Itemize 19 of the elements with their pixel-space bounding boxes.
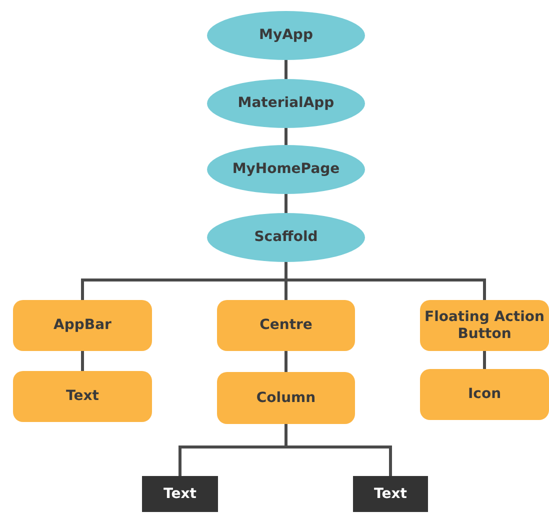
widget-box: Text — [13, 371, 152, 422]
leaf-box: Text — [142, 476, 218, 512]
connector-line — [284, 262, 486, 300]
ellipse-node: MaterialApp — [207, 79, 365, 128]
ellipse-node: MyApp — [207, 11, 365, 60]
connector-line — [284, 128, 288, 145]
connector-line — [284, 351, 288, 372]
widget-box: AppBar — [13, 300, 152, 351]
leaf-box: Text — [353, 476, 428, 512]
connector-line — [81, 351, 84, 371]
widget-box: Floating Action Button — [420, 300, 549, 351]
connector-line — [284, 194, 288, 213]
connector-line — [284, 60, 288, 79]
ellipse-node: Scaffold — [207, 213, 365, 262]
connector-line — [483, 351, 486, 369]
widget-box: Icon — [420, 369, 549, 420]
widget-box: Centre — [217, 300, 355, 351]
ellipse-node: MyHomePage — [207, 145, 365, 194]
widget-box: Column — [217, 372, 355, 424]
